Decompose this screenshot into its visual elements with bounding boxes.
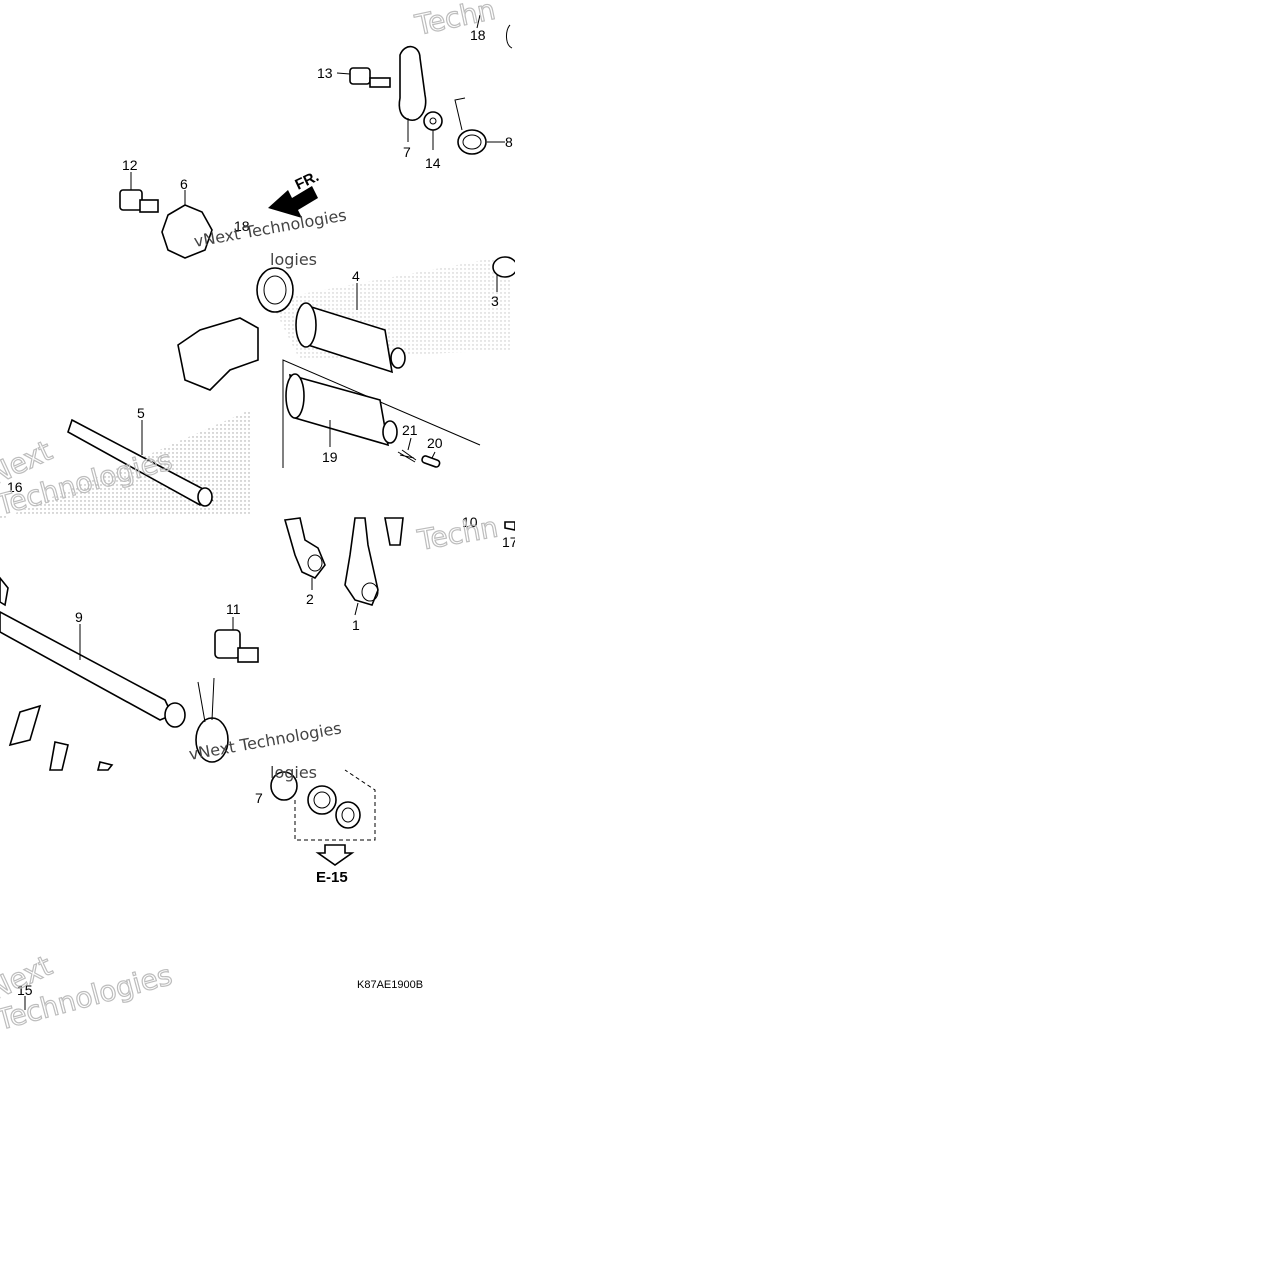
callout-16: 16 [7, 479, 23, 495]
callout-11: 11 [226, 601, 241, 617]
callout-9: 9 [75, 609, 83, 625]
bolt-13 [349, 67, 391, 88]
oil-seal [335, 801, 361, 829]
needle-bearing [307, 785, 337, 815]
spring-21 [397, 449, 417, 463]
shift-fork-upper [177, 317, 259, 391]
direction-label: FR. [293, 168, 322, 194]
callout-labels: 1 2 3 4 5 6 7 7 8 9 10 11 12 13 14 15 16… [7, 27, 518, 998]
callout-2: 2 [306, 591, 314, 607]
fragment-right [506, 24, 513, 49]
bolt-11 [214, 629, 259, 663]
callout-1: 1 [352, 617, 360, 633]
reference-label: E-15 [316, 869, 348, 886]
callout-18: 18 [470, 27, 486, 43]
stopper-arm-7 [398, 45, 427, 121]
bearing [256, 267, 294, 313]
ref-arrow-icon [315, 844, 355, 866]
callout-18b: 18 [234, 218, 250, 234]
fork-lower-b [49, 741, 69, 771]
callout-17: 17 [502, 534, 518, 550]
fork-lower-a [8, 704, 42, 747]
spring-8 [454, 97, 487, 155]
callout-14: 14 [425, 155, 441, 171]
fork-lower-c [96, 761, 114, 771]
callout-6: 6 [180, 176, 188, 192]
seal-box [294, 769, 376, 841]
gearshift-spindle-9 [0, 611, 186, 728]
callout-4: 4 [352, 268, 360, 284]
leader-lines [24, 14, 505, 1010]
bolt-12 [119, 189, 159, 213]
callout-20: 20 [427, 435, 443, 451]
callout-7b: 7 [255, 790, 263, 806]
fragment-right-2 [504, 521, 516, 531]
shift-fork-right [384, 517, 404, 546]
shift-drum-19 [285, 373, 398, 447]
watermark-technologies: Techn [415, 510, 501, 557]
shift-fork-2 [283, 517, 326, 579]
watermark-logies-1: logies [270, 250, 317, 269]
shift-drum-4 [295, 302, 406, 374]
part-3 [492, 256, 518, 278]
pin-20 [421, 455, 441, 468]
callout-15: 15 [17, 982, 33, 998]
callout-5: 5 [137, 405, 145, 421]
diagram-code: K87AE1900B [357, 979, 423, 991]
mask-right [515, 0, 1285, 1285]
shift-drum-center-6 [161, 204, 213, 259]
watermark-logies-2: logies [270, 763, 317, 782]
inset-frame [282, 359, 481, 468]
mask-bottom [0, 1030, 515, 1285]
washer-14 [423, 111, 443, 131]
return-spring [195, 677, 229, 763]
shift-fork-shaft-5 [67, 418, 214, 507]
fork-upper-left [0, 576, 9, 607]
callout-3: 3 [491, 293, 499, 309]
callout-12: 12 [122, 157, 138, 173]
watermark-vinext-1: vNext Technologies [192, 205, 348, 251]
callout-19: 19 [322, 449, 338, 465]
callout-13: 13 [317, 65, 333, 81]
callout-7: 7 [403, 144, 411, 160]
callout-8: 8 [505, 134, 513, 150]
seal-left [270, 771, 298, 801]
callout-21: 21 [402, 422, 418, 438]
callout-10: 10 [462, 514, 478, 530]
